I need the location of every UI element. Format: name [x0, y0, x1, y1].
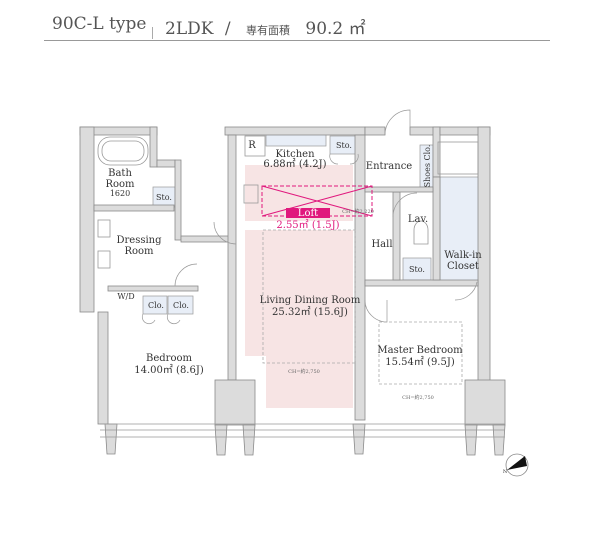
kitchen-area: 6.88㎡ (4.2J) — [263, 158, 326, 170]
compass-north-label: N — [503, 469, 508, 475]
wic-label-2: Closet — [447, 261, 479, 272]
separator: / — [224, 19, 231, 39]
hall-label: Hall — [371, 239, 392, 250]
loft-label: Loft — [298, 208, 318, 219]
loft-ceiling: CH=約2,220 — [342, 208, 374, 215]
compass-icon: N — [503, 453, 529, 477]
clo-label-1: Clo. — [148, 301, 164, 310]
master-area: 15.54㎡ (9.5J) — [385, 356, 455, 368]
layout-type: 2LDK — [165, 19, 214, 39]
master-label: Master Bedroom — [377, 345, 463, 356]
area-label: 専有面積 — [245, 24, 290, 37]
loft-area-label: 2.55㎡ (1.5J) — [276, 219, 339, 231]
ldr-outline — [262, 229, 356, 364]
bedroom-label: Bedroom — [146, 353, 192, 364]
clo-label-2: Clo. — [173, 301, 189, 310]
refrigerator-label: R — [248, 140, 256, 151]
bedroom-area: 14.00㎡ (8.6J) — [134, 364, 204, 376]
bath-label-2: Room — [105, 179, 135, 190]
dressing-label-2: Room — [124, 246, 154, 257]
master-outline — [378, 321, 463, 385]
loft-label-box — [286, 208, 330, 218]
dressing-label-1: Dressing — [116, 235, 162, 246]
fixtures — [97, 135, 479, 269]
area-value: 90.2 ㎡ — [305, 19, 366, 39]
walls — [79, 126, 506, 456]
doors — [142, 109, 478, 324]
unit-spec: 2LDK / 専有面積 90.2 ㎡ — [165, 14, 366, 39]
shoes-clo-label: Shoes Clo. — [423, 145, 432, 188]
wd-label: W/D — [117, 292, 134, 301]
sto-kitchen-label: Sto. — [336, 141, 352, 150]
sto-hall-label: Sto. — [409, 265, 425, 274]
ldr-area: 25.32㎡ (15.6J) — [272, 306, 348, 318]
sto-bath-label: Sto. — [156, 193, 172, 202]
loft-area — [261, 185, 373, 218]
balcony — [100, 423, 505, 438]
entrance-label: Entrance — [366, 161, 413, 172]
header-rule — [44, 40, 550, 41]
master-ceiling: CH=約2,750 — [402, 394, 434, 401]
header-divider — [152, 27, 153, 39]
lav-label: Lav. — [408, 214, 428, 225]
ldr-ceiling: CH=約2,750 — [288, 368, 320, 375]
wic-label-1: Walk-in — [444, 250, 482, 261]
ldr-label: Living Dining Room — [260, 295, 361, 306]
unit-type-title: 90C-L type — [52, 14, 147, 34]
bath-size: 1620 — [110, 189, 130, 198]
kitchen-label: Kitchen — [275, 149, 315, 160]
bath-label-1: Bath — [108, 168, 132, 179]
